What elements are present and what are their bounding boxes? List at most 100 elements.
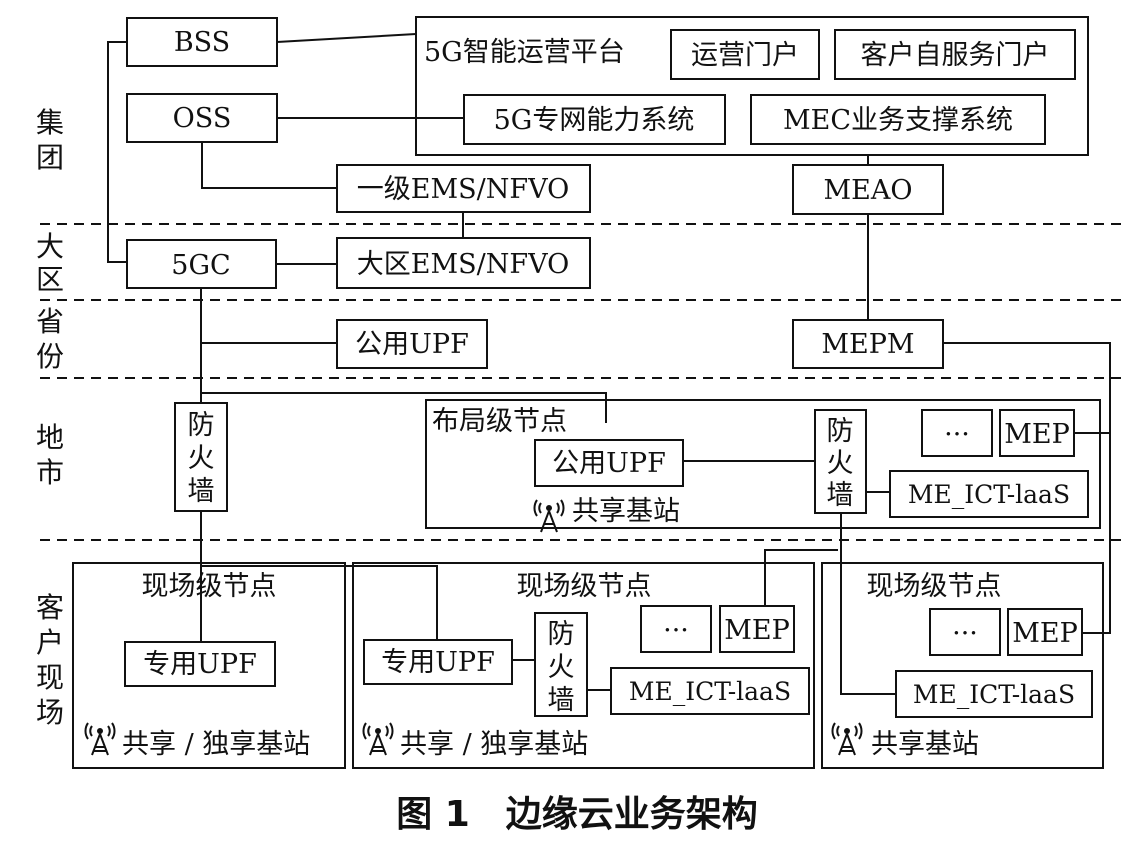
svg-text:火: 火 [188,443,215,474]
site-2-mep-box [719,605,795,653]
svg-text:集: 集 [36,106,64,139]
antenna-icon [831,722,863,756]
site-3-mep-box [1007,608,1083,656]
layout-ellipsis-box [921,409,993,457]
layout-node-frame [425,399,1101,529]
layout-mep-label: MEP [1004,419,1070,450]
svg-text:现: 现 [36,661,64,694]
svg-text:户: 户 [36,626,64,659]
site-3-me-ict-box [895,670,1093,718]
site-3-bs-label: 共享基站 [871,729,979,760]
site-2-ellipsis-label: ··· [663,615,689,646]
connector-wires [107,33,1111,695]
layout-ellipsis-label: ··· [944,419,970,450]
site-3-me-ict-label: ME_ICT-laaS [913,680,1075,709]
site-3-ellipsis-label: ··· [952,618,978,649]
site-2-ellipsis-box [640,605,712,653]
layout-firewall-label: 防 火 墙 [827,416,854,511]
site-1-private-upf-box [124,641,276,687]
svg-text:市: 市 [36,456,64,489]
oss-label: OSS [173,103,232,134]
site-2-me-ict-box [610,667,810,715]
site-node-3-frame [821,562,1104,769]
svg-text:场: 场 [36,696,64,729]
site-1-bs-label: 共享 / 独享基站 [122,729,310,760]
band-label-province: 省 份 [36,305,64,373]
mec-support-system-label: MEC业务支撑系统 [783,105,1013,136]
antenna-icon [84,722,116,756]
band-label-city: 地 市 [36,421,64,489]
svg-text:份: 份 [36,340,64,373]
svg-text:墙: 墙 [548,685,575,716]
5gc-label: 5GC [171,250,230,281]
mec-support-system-box [750,94,1046,145]
layout-node-title: 布局级节点 [432,406,567,437]
svg-text:墙: 墙 [827,480,854,511]
site-node-1-title: 现场级节点 [142,571,277,602]
layout-me-ict-label: ME_ICT-laaS [908,480,1070,509]
ems1-label: 一级EMS/NFVO [357,174,569,205]
site-3-ellipsis-box [929,608,1001,656]
site-2-bs-label: 共享 / 独享基站 [400,729,588,760]
svg-text:防: 防 [188,410,215,441]
layout-shared-bs-label: 共享基站 [572,496,680,527]
bss-box [126,17,278,67]
site-2-private-upf-box [363,639,513,685]
5gc-box [126,239,277,289]
site-2-private-upf-label: 专用UPF [381,647,495,678]
antenna-icon [533,499,565,533]
bss-label: BSS [174,27,230,58]
platform-title: 5G智能运营平台 [424,37,625,68]
band-label-region: 大 区 [36,230,64,296]
svg-text:火: 火 [827,448,854,479]
site-2-firewall-box [534,612,588,717]
layout-public-upf-label: 公用UPF [552,448,666,479]
site-2-me-ict-label: ME_ICT-laaS [629,677,791,706]
site-node-3-title: 现场级节点 [867,571,1002,602]
ops-portal-box [670,29,820,80]
ems1-box [336,164,591,213]
svg-text:墙: 墙 [188,476,215,507]
regional-ems-box [336,237,591,289]
private-network-system-box [463,94,726,145]
layout-mep-box [999,409,1075,457]
site-3-mep-label: MEP [1012,618,1078,649]
site-node-2-title: 现场级节点 [517,571,652,602]
svg-text:客: 客 [36,591,64,624]
svg-text:大: 大 [36,230,64,263]
band-label-group: 集 团 [36,106,64,174]
regional-ems-label: 大区EMS/NFVO [357,249,569,280]
svg-text:区: 区 [36,263,64,296]
band-label-site: 客 户 现 场 [36,591,64,729]
svg-text:防: 防 [548,619,575,650]
layout-me-ict-box [889,470,1089,518]
public-upf-box [336,319,488,369]
svg-text:地: 地 [36,421,64,454]
oss-box [126,93,278,143]
figure-caption: 图 1 边缘云业务架构 [396,794,758,835]
layout-firewall-box [814,409,867,514]
svg-text:火: 火 [548,652,575,683]
private-network-system-label: 5G专网能力系统 [494,105,695,136]
svg-text:防: 防 [827,416,854,447]
meao-label: MEAO [824,175,913,206]
site-2-mep-label: MEP [724,615,790,646]
antenna-icon [362,722,394,756]
site-node-2-frame [352,562,815,769]
ops-portal-label: 运营门户 [691,40,799,71]
meao-box [792,164,944,215]
city-firewall-box [174,402,228,512]
mepm-label: MEPM [821,329,914,360]
layout-public-upf-box [534,439,684,487]
svg-text:团: 团 [36,141,64,174]
svg-text:省: 省 [36,305,64,338]
platform-frame [415,16,1089,156]
site-1-private-upf-label: 专用UPF [143,649,257,680]
self-service-portal-box [834,29,1076,80]
self-service-portal-label: 客户自服务门户 [861,40,1050,71]
city-firewall-label: 防 火 墙 [188,410,215,507]
site-node-1-frame [72,562,346,769]
site-2-firewall-label: 防 火 墙 [548,619,575,716]
public-upf-label: 公用UPF [355,329,469,360]
